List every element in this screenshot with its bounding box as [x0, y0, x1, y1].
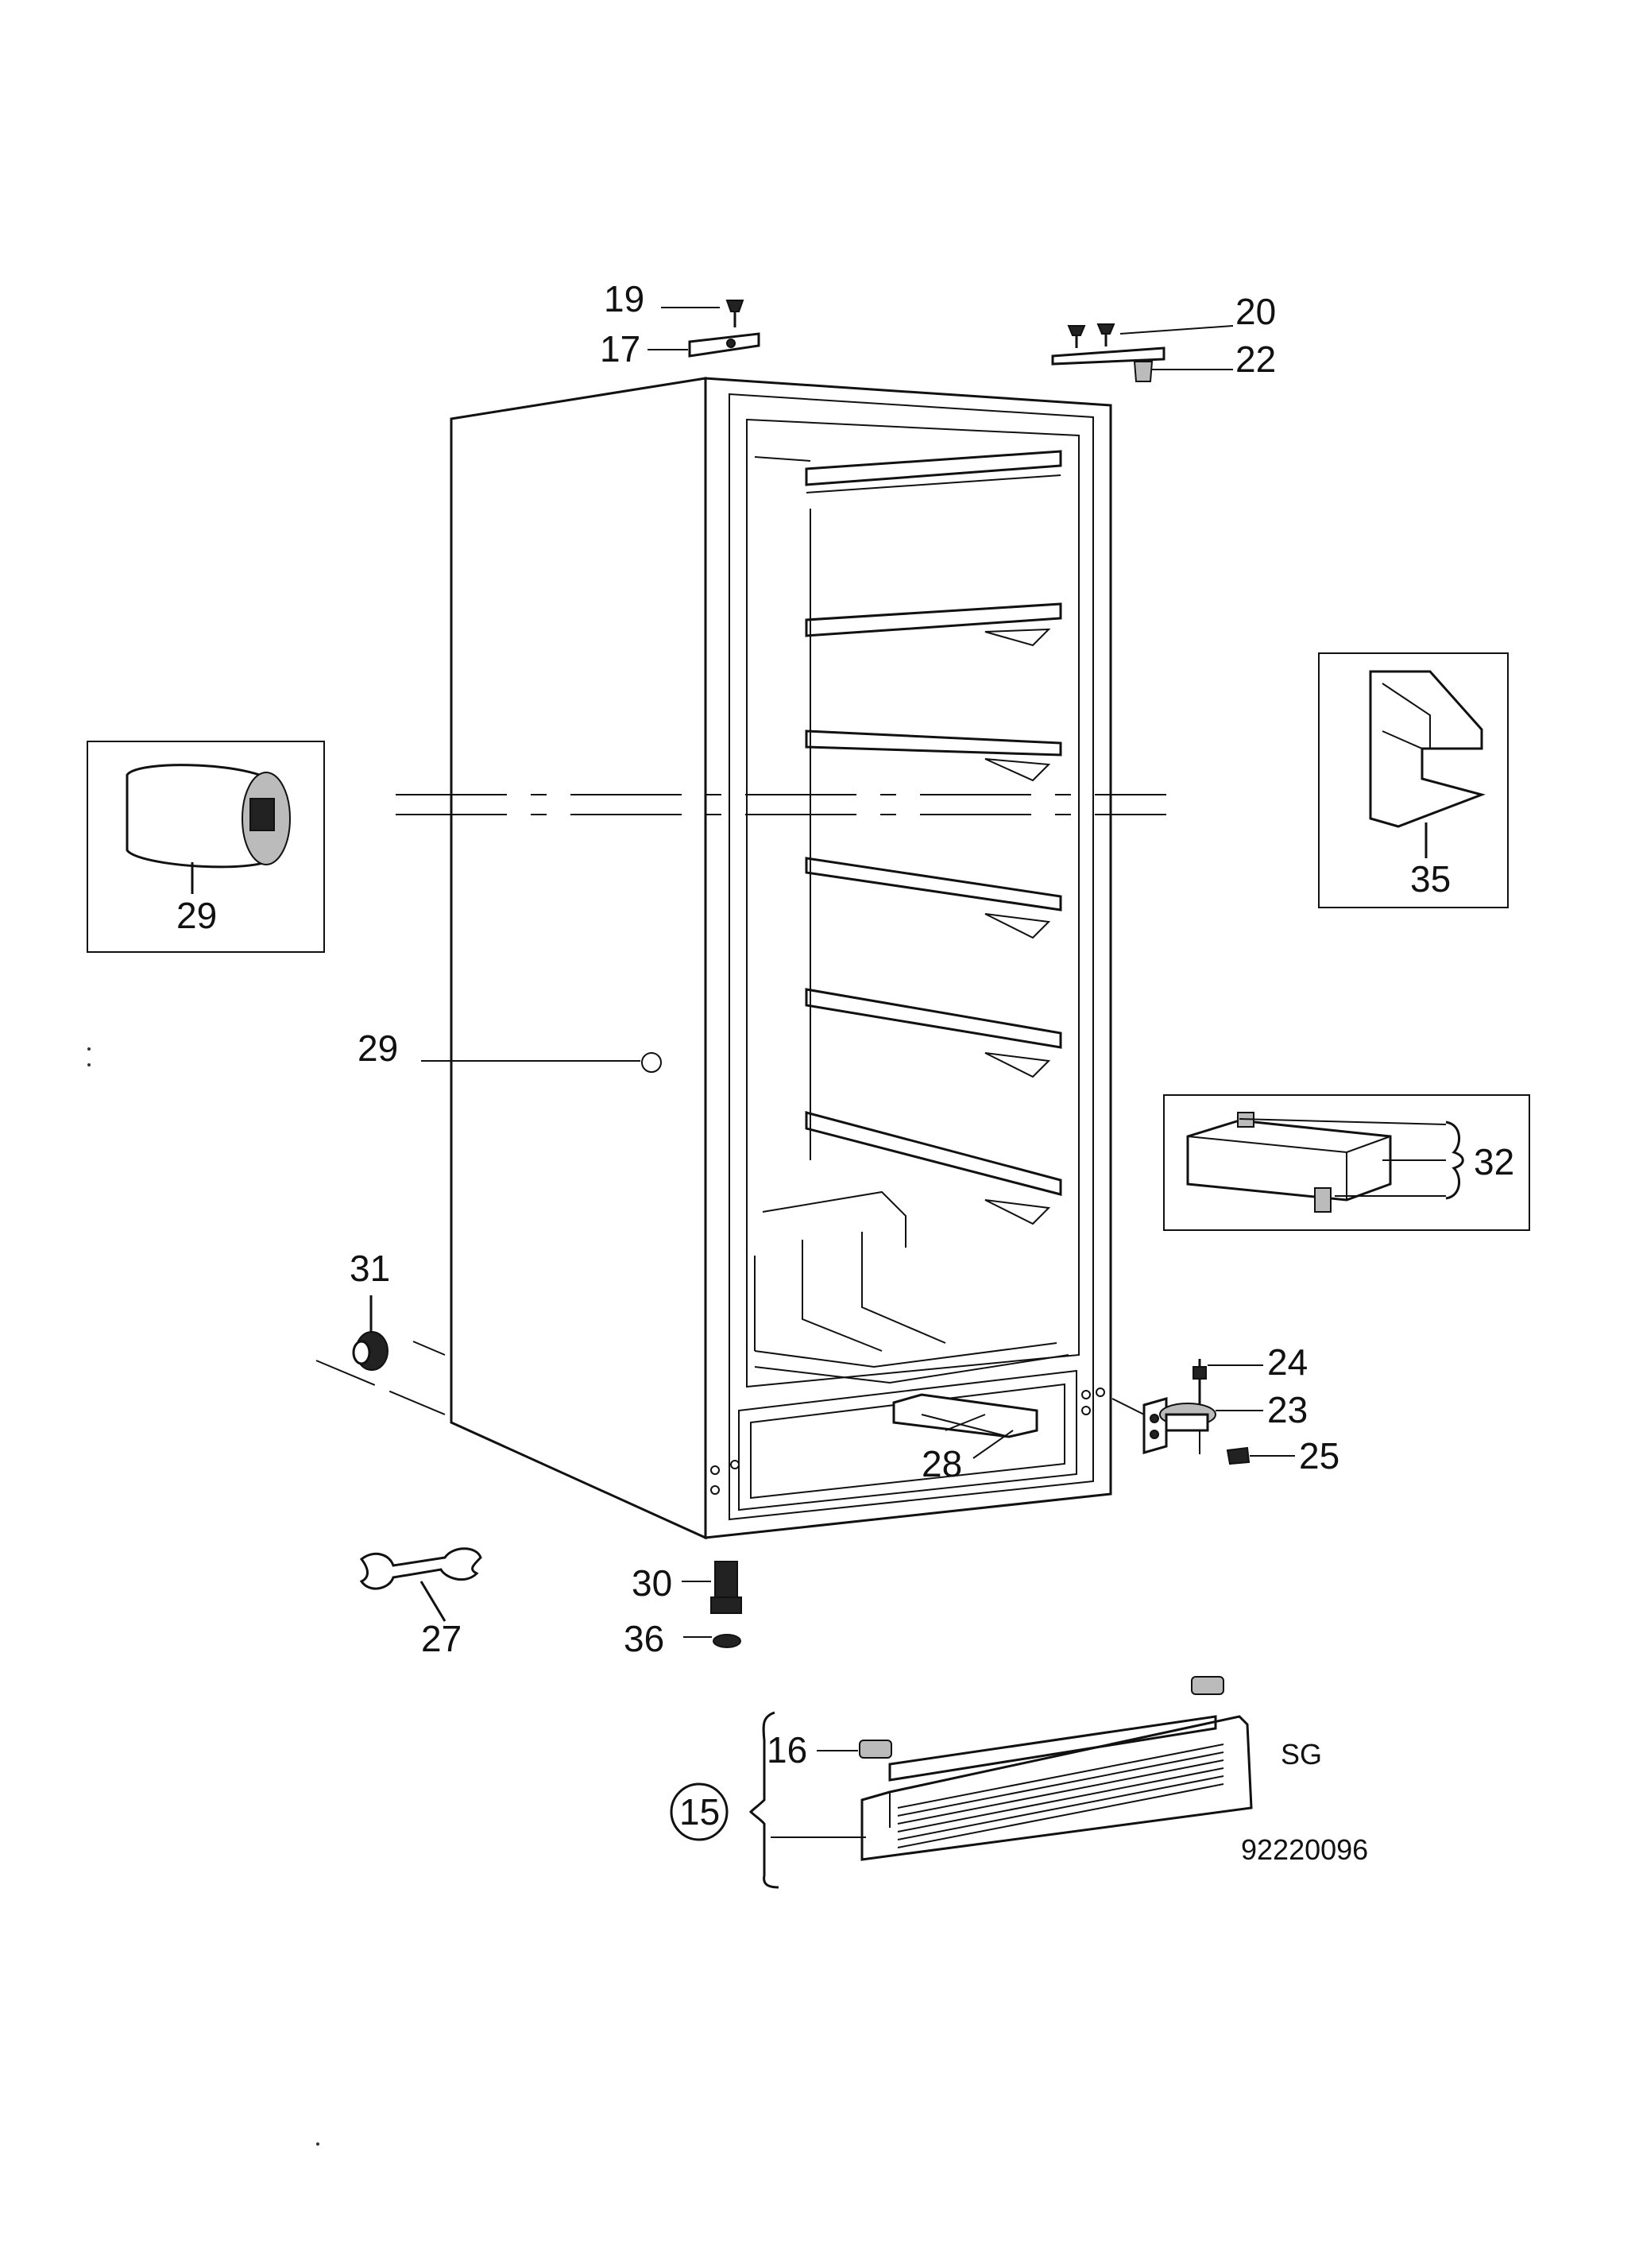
callout-20: 20 [1235, 291, 1276, 332]
top-left-hinge-parts [647, 300, 760, 358]
part-28-bracket [892, 1393, 1038, 1459]
callout-35: 35 [1410, 858, 1451, 900]
circled-callout-15 [670, 1782, 729, 1841]
callout-22: 22 [1235, 339, 1276, 380]
part-27-wrench [359, 1547, 482, 1622]
bottom-hinge-parts [1111, 1359, 1295, 1465]
drawing-number: 92220096 [1241, 1833, 1368, 1866]
shelf-rails [805, 450, 1062, 1225]
part-16-clips [817, 1676, 1224, 1759]
callout-29-detail: 29 [176, 895, 217, 936]
callout-28: 28 [922, 1443, 962, 1484]
callout-16: 16 [767, 1729, 807, 1771]
callout-25: 25 [1299, 1435, 1339, 1477]
callout-31: 31 [350, 1248, 390, 1289]
callout-32: 32 [1474, 1141, 1514, 1182]
callout-15: 15 [679, 1791, 720, 1833]
part-31-foot [315, 1295, 446, 1415]
callout-17: 17 [600, 328, 640, 370]
part-29-plug [641, 1052, 662, 1073]
refrigerator-cabinet [450, 377, 1112, 1540]
detail-box-relay [87, 741, 325, 953]
top-right-hinge-parts [1051, 323, 1234, 382]
part-15-kick-plate [860, 1715, 1253, 1861]
bottom-compartment [754, 1190, 1069, 1384]
group-brace-15 [748, 1711, 779, 1889]
callout-36: 36 [624, 1618, 664, 1659]
detail-box-bracket [1318, 652, 1509, 908]
part-30-leveling-foot [682, 1561, 742, 1614]
callout-24: 24 [1267, 1341, 1308, 1383]
callout-19: 19 [604, 278, 644, 319]
detail-box-control [1163, 1094, 1530, 1231]
part-36-washer [683, 1634, 741, 1648]
callout-30: 30 [632, 1562, 672, 1604]
callout-labels: 19 17 20 22 29 35 29 32 31 24 23 25 28 2… [176, 278, 1514, 1866]
variant-code: SG [1281, 1738, 1322, 1771]
callout-27: 27 [421, 1618, 462, 1659]
break-lines [396, 794, 1166, 815]
callout-29-body: 29 [358, 1028, 398, 1069]
callout-23: 23 [1267, 1389, 1308, 1430]
